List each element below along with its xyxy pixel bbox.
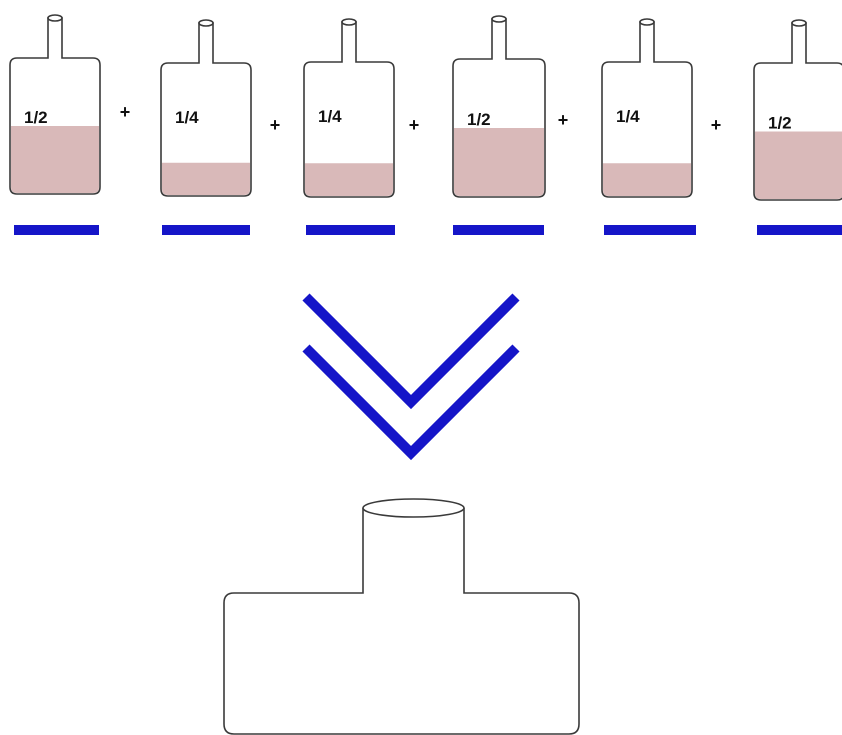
- bottle-liquid: [11, 126, 99, 193]
- bottle: 1/2: [753, 19, 842, 201]
- plus-sign: +: [120, 102, 131, 122]
- empty-result-bottle: [223, 498, 580, 735]
- blue-dash: [604, 225, 696, 235]
- bottle-outline: [601, 21, 693, 198]
- blue-dash: [757, 225, 842, 235]
- double-chevron-down-icon: [302, 293, 520, 461]
- blue-dash: [453, 225, 544, 235]
- bottle-cap: [341, 18, 357, 26]
- bottle-liquid: [603, 163, 691, 196]
- blue-dash: [162, 225, 250, 235]
- bottle-liquid: [162, 162, 250, 195]
- blue-dashes-row: [14, 225, 842, 235]
- lower-chevron: [302, 344, 520, 461]
- bottle-outline: [303, 21, 395, 198]
- bottle: 1/2: [452, 15, 546, 198]
- blue-dash: [14, 225, 99, 235]
- bottle-cap: [491, 15, 507, 23]
- bottle-liquid: [755, 131, 842, 199]
- blue-dash: [306, 225, 395, 235]
- bottle-outline: [160, 22, 252, 197]
- fraction-label: 1/4: [616, 107, 640, 126]
- bottle: 1/4: [160, 19, 252, 197]
- plus-sign: +: [711, 115, 722, 135]
- bottle-liquid: [454, 128, 544, 196]
- bottles-row: 1/2 1/4 1/4 1/2 1/4 1/2 + + + + +: [9, 14, 842, 201]
- result-bottle-rim: [362, 498, 465, 518]
- bottle-cap: [791, 19, 807, 27]
- fraction-label: 1/4: [318, 107, 342, 126]
- plus-sign: +: [270, 115, 281, 135]
- upper-chevron: [302, 293, 520, 410]
- plus-sign: +: [558, 110, 569, 130]
- bottle-cap: [639, 18, 655, 26]
- plus-sign: +: [409, 115, 420, 135]
- fraction-label: 1/2: [24, 108, 48, 127]
- bottle-cap: [47, 14, 63, 22]
- bottle: 1/2: [9, 14, 101, 195]
- fraction-label: 1/2: [467, 110, 491, 129]
- bottle: 1/4: [601, 18, 693, 198]
- bottle-cap: [198, 19, 214, 27]
- fraction-label: 1/4: [175, 108, 199, 127]
- fraction-label: 1/2: [768, 114, 792, 133]
- result-bottle-body: [223, 508, 580, 735]
- bottle-liquid: [305, 163, 393, 196]
- bottle: 1/4: [303, 18, 395, 198]
